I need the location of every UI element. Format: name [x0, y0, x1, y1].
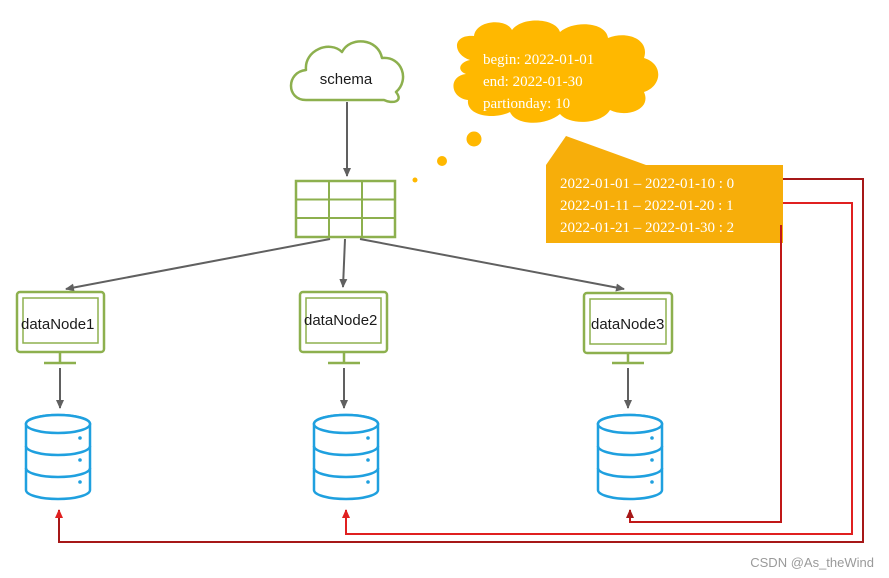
route-partition2-to-db3: [626, 225, 782, 523]
table-to-node1-arrow: [65, 238, 331, 292]
schema-label: schema: [320, 71, 373, 88]
partition-config-bubble: begin: 2022-01-01 end: 2022-01-30 partio…: [453, 20, 659, 123]
mapping-callout: 2022-01-01 – 2022-01-10 : 0 2022-01-11 –…: [546, 136, 783, 243]
table-to-node3-arrow: [359, 238, 625, 292]
route-partition1-to-db2: [342, 202, 853, 535]
datanode2-monitor-icon: dataNode2: [298, 290, 389, 365]
bubble-dot-large: [466, 131, 482, 147]
bubble-dot-small: [412, 177, 418, 183]
database1-icon: [24, 413, 92, 501]
config-line-partionday: partionday: 10: [483, 96, 570, 112]
schema-cloud-icon: schema: [289, 40, 405, 104]
mapping-line-2: 2022-01-21 – 2022-01-30 : 2: [560, 220, 734, 236]
config-line-end: end: 2022-01-30: [483, 74, 583, 90]
table-to-node2-arrow: [339, 238, 348, 288]
config-line-begin: begin: 2022-01-01: [483, 52, 594, 68]
watermark-text: CSDN @As_theWind: [750, 555, 874, 570]
datanode1-label: dataNode1: [21, 316, 94, 333]
datanode1-monitor-icon: dataNode1: [15, 290, 106, 365]
mapping-line-1: 2022-01-11 – 2022-01-20 : 1: [560, 198, 734, 214]
datanode3-monitor-icon: dataNode3: [582, 291, 674, 365]
datanode3-label: dataNode3: [591, 316, 664, 333]
datanode2-label: dataNode2: [304, 312, 377, 329]
database2-icon: [312, 413, 380, 501]
route-partition0-to-db1: [55, 178, 864, 543]
mapping-line-0: 2022-01-01 – 2022-01-10 : 0: [560, 176, 734, 192]
database3-icon: [596, 413, 664, 501]
bubble-dot-medium: [437, 156, 447, 166]
routing-table-icon: [294, 179, 397, 239]
